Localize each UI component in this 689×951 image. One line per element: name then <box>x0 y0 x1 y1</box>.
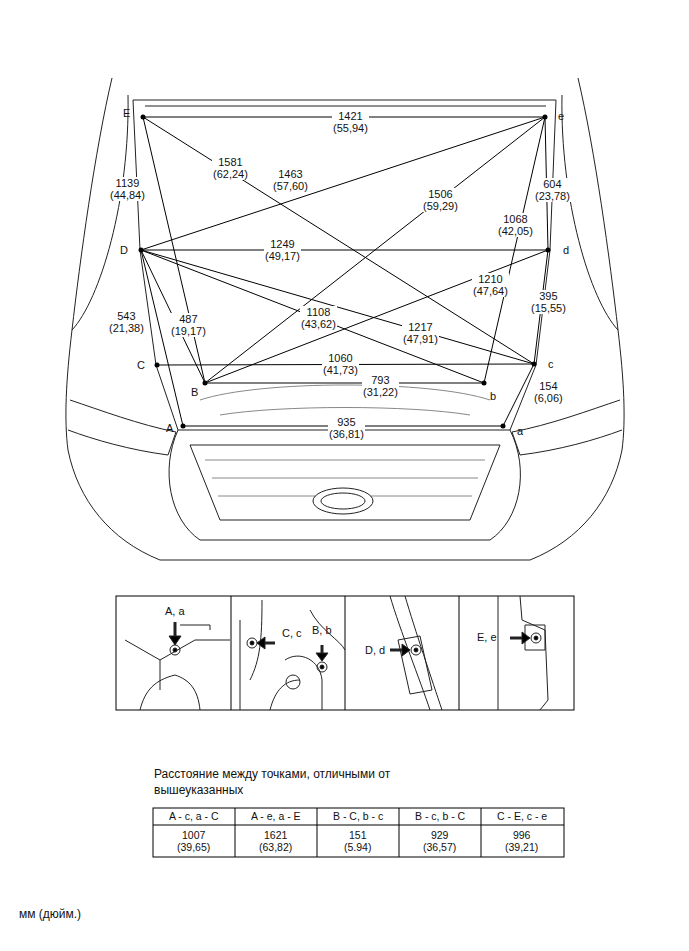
point-letter: a <box>516 425 524 437</box>
dimension-value: 154 (6,06) <box>533 380 564 404</box>
dimension-value: 1210 (47,64) <box>472 273 509 297</box>
table-value-cell: 929 (36,57) <box>422 829 457 853</box>
point-letter: D <box>119 244 129 256</box>
point-letter: d <box>562 244 570 256</box>
dimension-value: 395 (15,55) <box>530 290 567 314</box>
dimension-value: 935 (36,81) <box>328 416 365 440</box>
table-header-cell: A - c, a - C <box>168 810 220 822</box>
dimension-value: 487 (19,17) <box>170 313 207 337</box>
point-letter: C, c <box>281 627 303 639</box>
note-text: мм (дюйм.) <box>18 906 280 922</box>
dimension-value: 793 (31,22) <box>362 374 399 398</box>
point-letter: b <box>489 390 497 402</box>
dimension-value: 1421 (55,94) <box>332 110 369 134</box>
point-letter: A, a <box>164 605 186 617</box>
point-letter: D, d <box>364 644 386 656</box>
dimension-value: 604 (23,78) <box>534 178 571 202</box>
point-letter: C <box>136 359 146 371</box>
table-value-cell: 996 (39,21) <box>504 829 539 853</box>
dimension-value: 1108 (43,62) <box>300 306 337 330</box>
point-letter: c <box>547 358 555 370</box>
point-letter: A <box>165 422 174 434</box>
table-value-cell: 151 (5.94) <box>343 829 372 853</box>
dimension-value: 1060 (41,73) <box>322 352 359 376</box>
dimension-value: 543 (21,38) <box>108 310 145 334</box>
point-letter: E, e <box>476 631 498 643</box>
point-letter: B <box>190 386 199 398</box>
table-value-cell: 1621 (63,82) <box>258 829 293 853</box>
note-text: Расстояние между точками, отличными от в… <box>153 766 415 798</box>
table-value-cell: 1007 (39,65) <box>176 829 211 853</box>
dimension-value: 1139 (44,84) <box>109 177 146 201</box>
point-letter: E <box>122 107 131 119</box>
point-letter: e <box>557 110 565 122</box>
dimension-value: 1463 (57,60) <box>272 168 309 192</box>
dimension-value: 1068 (42,05) <box>497 213 534 237</box>
dimension-value: 1581 (62,24) <box>212 156 249 180</box>
table-header-cell: A - e, a - E <box>250 810 302 822</box>
table-header-cell: B - C, b - c <box>332 810 384 822</box>
table-header-cell: B - c, b - C <box>414 810 466 822</box>
dimension-value: 1217 (47,91) <box>402 321 439 345</box>
dimension-value: 1506 (59,29) <box>422 188 459 212</box>
table-header-cell: C - E, c - e <box>496 810 548 822</box>
point-letter: B, b <box>311 624 333 636</box>
dimension-value: 1249 (49,17) <box>264 238 301 262</box>
